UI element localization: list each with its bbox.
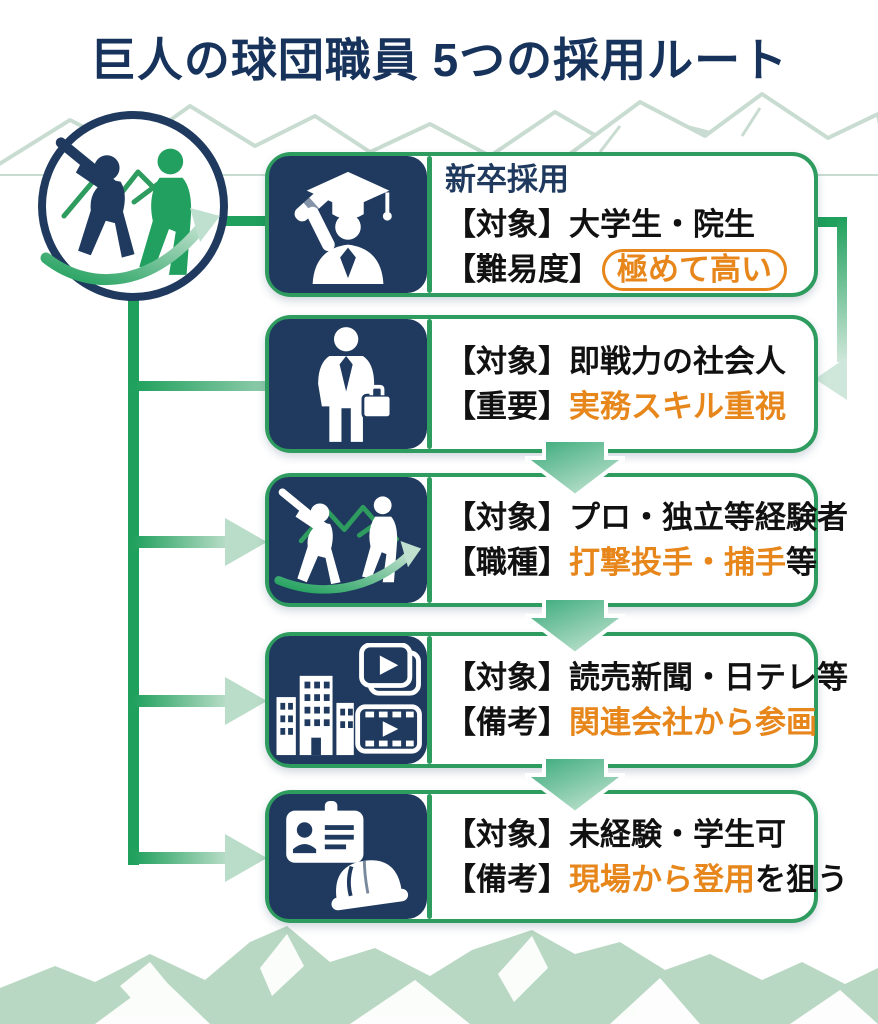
line-value: 読売新聞・日テレ等 (569, 660, 848, 695)
baseball-career-logo (38, 111, 228, 301)
panel-divider (427, 636, 432, 764)
line-label: 【対象】 (445, 816, 569, 852)
line-value: 未経験・学生可 (569, 816, 786, 852)
line-label: 【備考】 (445, 705, 569, 740)
line-label: 【対象】 (445, 207, 569, 242)
panel-divider (427, 477, 432, 603)
line-label: 【備考】 (445, 861, 569, 897)
route-card-kanren-gaisha: 【対象】 読売新聞・日テレ等 【備考】 関連会社から参画 (265, 632, 848, 768)
difficulty-badge: 極めて高い (602, 248, 787, 291)
route-line: 【職種】 打撃投手・捕手 等 (445, 540, 848, 585)
line-value-highlight: 実務スキル重視 (569, 389, 786, 424)
connector-branch-route2 (133, 381, 265, 391)
panel-divider (427, 319, 432, 449)
panel-divider (427, 794, 432, 919)
line-value: 即戦力の社会人 (569, 344, 786, 379)
route-card-shakaijin: 【対象】 即戦力の社会人 【重要】 実務スキル重視 (265, 315, 818, 453)
line-label: 【重要】 (445, 389, 569, 424)
line-value-highlight: 関連会社から参画 (569, 705, 817, 740)
route-line: 【対象】 未経験・学生可 (445, 812, 848, 857)
down-arrow-4-5 (525, 757, 625, 815)
line-label: 【対象】 (445, 660, 569, 695)
down-arrow-3-4 (525, 598, 625, 656)
connector-arrow-route5 (133, 834, 267, 882)
line-suffix: を狙う (755, 861, 848, 897)
route-line: 【重要】 実務スキル重視 (445, 384, 814, 429)
panel-divider (427, 156, 432, 293)
connector-route1-to-route2 (815, 217, 847, 400)
player-career-change-icon (269, 477, 427, 603)
line-value-highlight: 打撃投手・捕手 (569, 545, 786, 580)
route-line: 【難易度】 極めて高い (445, 247, 814, 292)
businessman-icon (269, 319, 427, 449)
bottom-mountains-decoration (0, 926, 878, 1024)
line-value: 大学生・院生 (569, 207, 755, 242)
route-line: 【備考】 関連会社から参画 (445, 700, 848, 745)
route-line: 【備考】 現場から登用 を狙う (445, 857, 848, 902)
id-card-helmet-icon (269, 794, 427, 919)
line-suffix: 等 (786, 545, 817, 580)
line-label: 【対象】 (445, 500, 569, 535)
route-line: 【対象】 読売新聞・日テレ等 (445, 655, 848, 700)
connector-arrow-route4 (133, 677, 267, 725)
route-line: 【対象】 プロ・独立等経験者 (445, 495, 848, 540)
down-arrow-2-3 (525, 440, 625, 498)
line-label: 【難易度】 (445, 252, 600, 287)
route-card-genba: 【対象】 未経験・学生可 【備考】 現場から登用 を狙う (265, 790, 848, 923)
line-label: 【職種】 (445, 545, 569, 580)
route-title: 新卒採用 (445, 162, 569, 197)
connector-logo-to-route1 (224, 216, 268, 226)
route-card-shinsotsu: 新卒採用 【対象】 大学生・院生 【難易度】 極めて高い (265, 152, 818, 297)
route-line: 【対象】 即戦力の社会人 (445, 339, 814, 384)
route-card-keikensha: 【対象】 プロ・独立等経験者 【職種】 打撃投手・捕手 等 (265, 473, 848, 607)
route-line: 【対象】 大学生・院生 (445, 202, 814, 247)
connector-arrow-route3 (133, 518, 267, 566)
line-value-highlight: 現場から登用 (569, 861, 755, 897)
connector-trunk-line (128, 300, 139, 865)
line-value: プロ・独立等経験者 (569, 500, 848, 535)
line-label: 【対象】 (445, 344, 569, 379)
media-company-icon (269, 636, 427, 764)
page-title: 巨人の球団職員 5つの採用ルート (89, 34, 789, 86)
graduate-icon (269, 156, 427, 293)
